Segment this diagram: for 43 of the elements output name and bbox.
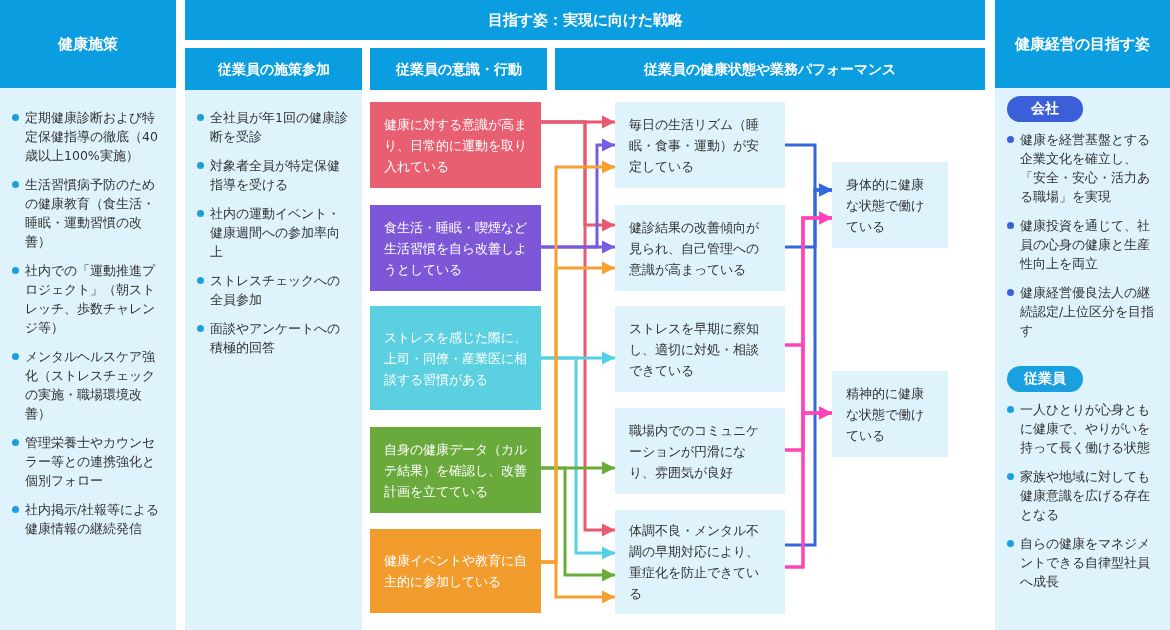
bullet-text: 面談やアンケートへの積極的回答: [210, 320, 341, 357]
status-box: 身体的に健康な状態で働けている: [832, 162, 948, 248]
status-box: 精神的に健康な状態で働けている: [832, 371, 948, 457]
bullet-text: 社内の運動イベント・健康週間への参加率向上: [210, 205, 341, 261]
bullet-text: メンタルヘルスケア強化（ストレスチェックの実施・職場環境改善）: [25, 348, 156, 423]
bullet-text: 自らの健康をマネジメントできる自律型社員へ成長: [1020, 535, 1151, 591]
bullet-text: 社内での「運動推進プロジェクト」（朝ストレッチ、歩数チャレンジ等）: [25, 262, 157, 337]
bullet-text: 健康経営優良法人の継続認定/上位区分を目指す: [1020, 284, 1156, 340]
bullet-text: ストレスチェックへの全員参加: [210, 272, 341, 309]
behavior-box: 自身の健康データ（カルテ結果）を確認し、改善計画を立てている: [370, 427, 541, 513]
section-banner: 目指す姿：実現に向けた戦略: [185, 0, 985, 40]
status-box: ストレスを早期に察知し、適切に対処・相談できている: [615, 306, 785, 392]
column-header: 健康経営の目指す姿: [995, 0, 1170, 88]
column-header: 従業員の健康状態や業務パフォーマンス: [555, 48, 985, 90]
bullet-text: 定期健康診断および特定保健指導の徹底（40歳以上100%実施）: [25, 109, 159, 165]
bullet-text: 管理栄養士やカウンセラー等との連携強化と個別フォロー: [25, 434, 156, 490]
arrow: [541, 466, 615, 582]
category-tag: 会社: [1007, 96, 1083, 122]
arrow: [541, 560, 615, 604]
behavior-box: 健康に対する意識が高まり、日常的に運動を取り入れている: [370, 102, 541, 188]
bullet-text: 生活習慣病予防のための健康教育（食生活・睡眠・運動習慣の改善）: [25, 176, 156, 251]
arrow: [785, 406, 832, 569]
behavior-box: 食生活・睡眠・喫煙など生活習慣を自ら改善しようとしている: [370, 205, 541, 291]
column-header: 健康施策: [0, 0, 176, 88]
bullet-text: 健康投資を通じて、社員の心身の健康と生産性向上を両立: [1020, 217, 1151, 273]
column-header: 従業員の意識・行動: [370, 48, 547, 90]
status-box: 体調不良・メンタル不調の早期対応により、重症化を防止できている: [615, 510, 785, 614]
bullet-text: 健康を経営基盤とする企業文化を確立し、「安全・安心・活力ある職場」を実現: [1020, 131, 1151, 206]
category-tag: 従業員: [1007, 366, 1083, 392]
bullet-text: 社内掲示/社報等による健康情報の継続発信: [25, 501, 161, 538]
arrow: [541, 240, 615, 254]
status-box: 職場内でのコミュニケーションが円滑になり、雰囲気が良好: [615, 408, 785, 494]
bullet-text: 家族や地域に対しても健康意識を広げる存在となる: [1020, 468, 1151, 524]
behavior-box: ストレスを感じた際に、上司・同僚・産業医に相談する習慣がある: [370, 306, 541, 410]
arrow: [541, 356, 615, 560]
bullet-text: 全社員が年1回の健康診断を受診: [210, 109, 349, 146]
status-box: 毎日の生活リズム（睡眠・食事・運動）が安定している: [615, 102, 785, 188]
column-header: 従業員の施策参加: [185, 48, 362, 90]
behavior-box: 健康イベントや教育に自主的に参加している: [370, 529, 541, 613]
bullet-text: 対象者全員が特定保健指導を受ける: [210, 157, 341, 194]
arrow: [541, 120, 615, 537]
status-box: 健診結果の改善傾向が見られ、自己管理への意識が高まっている: [615, 205, 785, 291]
bullet-text: 一人ひとりが心身ともに健康で、やりがいを持って長く働ける状態: [1020, 401, 1151, 457]
